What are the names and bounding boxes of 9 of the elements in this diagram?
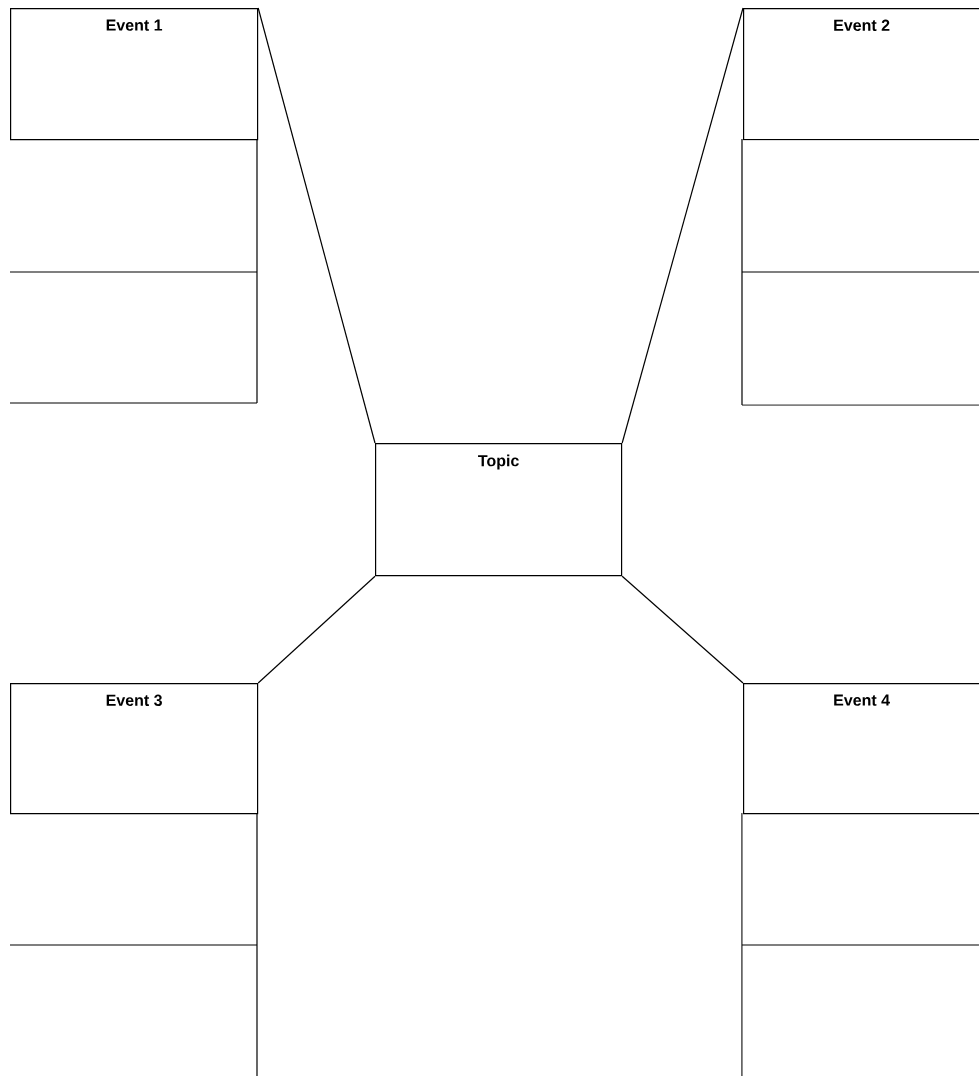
topic-box: Topic (375, 443, 623, 577)
event-box: Event 3 (10, 683, 259, 815)
event-box: Event 2 (743, 8, 979, 141)
connector-line (621, 575, 744, 684)
connector-line (257, 575, 376, 684)
event-box: Event 1 (10, 8, 259, 141)
event-box: Event 4 (743, 683, 979, 815)
connector-line (621, 7, 744, 444)
connector-line (257, 7, 376, 444)
